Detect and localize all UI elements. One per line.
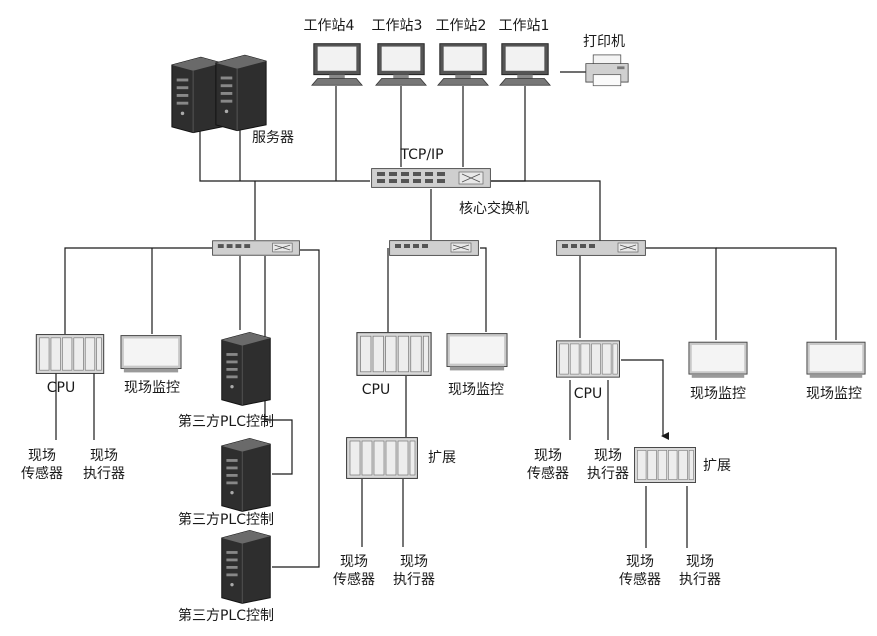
monitor-icon <box>446 333 508 371</box>
workstation-1-label: 工作站1 <box>499 18 550 34</box>
sensor-label-line2: 传感器 <box>527 465 569 482</box>
actuator-label-line2: 执行器 <box>679 572 721 588</box>
server-icon <box>221 530 271 604</box>
left-cpu-plc: CPU <box>35 334 105 396</box>
left-switch-icon <box>212 240 300 256</box>
third-party-plc-1: 第三方PLC控制 <box>178 332 274 430</box>
middle-cpu-plc: CPU <box>356 332 432 398</box>
printer-icon <box>585 54 629 87</box>
monitor-icon <box>120 335 182 373</box>
right-sensor: 现场 传感器 <box>527 448 569 482</box>
monitor-label: 现场监控 <box>690 386 746 402</box>
middle-monitor: 现场监控 <box>446 333 508 398</box>
third-party-plc-label: 第三方PLC控制 <box>178 607 274 624</box>
cpu-label: CPU <box>47 380 75 396</box>
protocol-label: TCP/IP <box>399 147 443 163</box>
cpu-label: CPU <box>362 382 390 398</box>
actuator-label-line1: 现场 <box>90 448 118 464</box>
core-switch-label: 核心交换机 <box>459 200 529 217</box>
sensor-label-line1: 现场 <box>534 448 562 464</box>
workstation-4: 工作站4 <box>304 18 363 86</box>
sensor-label-line2: 传感器 <box>619 571 661 588</box>
expansion-label: 扩展 <box>428 450 456 466</box>
right-expansion: 扩展 <box>634 446 731 484</box>
computer-icon <box>437 43 489 86</box>
right-ext-sensor: 现场 传感器 <box>619 554 661 588</box>
computer-icon <box>311 43 363 86</box>
actuator-label-line2: 执行器 <box>587 466 629 482</box>
monitor-icon <box>806 341 866 379</box>
server-icon <box>215 54 267 132</box>
middle-expansion: 扩展 <box>346 437 456 479</box>
middle-actuator: 现场 执行器 <box>393 554 435 588</box>
actuator-label-line2: 执行器 <box>83 466 125 482</box>
right-monitor-1: 现场监控 <box>688 341 748 402</box>
monitor-label: 现场监控 <box>448 382 504 398</box>
sensor-label-line1: 现场 <box>28 448 56 464</box>
printer-label: 打印机 <box>583 33 625 50</box>
third-party-plc-2: 第三方PLC控制 <box>178 438 274 528</box>
plc-rack-icon <box>556 340 620 378</box>
monitor-label: 现场监控 <box>806 386 862 402</box>
workstation-3: 工作站3 <box>372 18 427 86</box>
monitor-icon <box>688 341 748 379</box>
server-label: 服务器 <box>252 130 294 146</box>
plc-rack-icon <box>35 334 105 374</box>
computer-icon <box>499 43 551 86</box>
server-icon <box>221 332 271 406</box>
workstation-3-label: 工作站3 <box>372 18 423 34</box>
servers: 服务器 <box>171 54 294 146</box>
sensor-label-line1: 现场 <box>340 554 368 570</box>
workstation-4-label: 工作站4 <box>304 18 355 34</box>
workstation-1: 工作站1 <box>499 18 551 86</box>
left-monitor: 现场监控 <box>120 335 182 396</box>
printer: 打印机 <box>583 33 629 87</box>
right-actuator: 现场 执行器 <box>587 448 629 482</box>
workstation-2-label: 工作站2 <box>436 18 487 34</box>
switch-icon <box>371 168 491 188</box>
server-icon <box>171 56 223 134</box>
actuator-label-line1: 现场 <box>686 554 714 570</box>
plc-rack-icon <box>634 446 696 484</box>
middle-switch-icon <box>389 240 479 256</box>
computer-icon <box>375 43 427 86</box>
sensor-label-line2: 传感器 <box>333 571 375 588</box>
left-actuator: 现场 执行器 <box>83 448 125 482</box>
right-monitor-2: 现场监控 <box>806 341 866 402</box>
sensor-label-line1: 现场 <box>626 554 654 570</box>
plc-rack-icon <box>356 332 432 376</box>
actuator-label-line2: 执行器 <box>393 572 435 588</box>
third-party-plc-label: 第三方PLC控制 <box>178 413 274 430</box>
middle-sensor: 现场 传感器 <box>333 554 375 588</box>
cpu-label: CPU <box>574 386 602 402</box>
monitor-label: 现场监控 <box>124 380 180 396</box>
third-party-plc-3: 第三方PLC控制 <box>178 530 274 624</box>
connection-lines <box>55 71 837 568</box>
third-party-plc-label: 第三方PLC控制 <box>178 511 274 528</box>
actuator-label-line1: 现场 <box>400 554 428 570</box>
server-icon <box>221 438 271 512</box>
right-cpu-plc: CPU <box>556 340 620 402</box>
core-switch: TCP/IP 核心交换机 <box>371 147 529 217</box>
expansion-label: 扩展 <box>703 458 731 474</box>
workstation-2: 工作站2 <box>436 18 489 86</box>
actuator-label-line1: 现场 <box>594 448 622 464</box>
right-switch-icon <box>556 240 646 256</box>
sensor-label-line2: 传感器 <box>21 465 63 482</box>
left-sensor: 现场 传感器 <box>21 448 63 482</box>
right-ext-actuator: 现场 执行器 <box>679 554 721 588</box>
plc-rack-icon <box>346 437 418 479</box>
